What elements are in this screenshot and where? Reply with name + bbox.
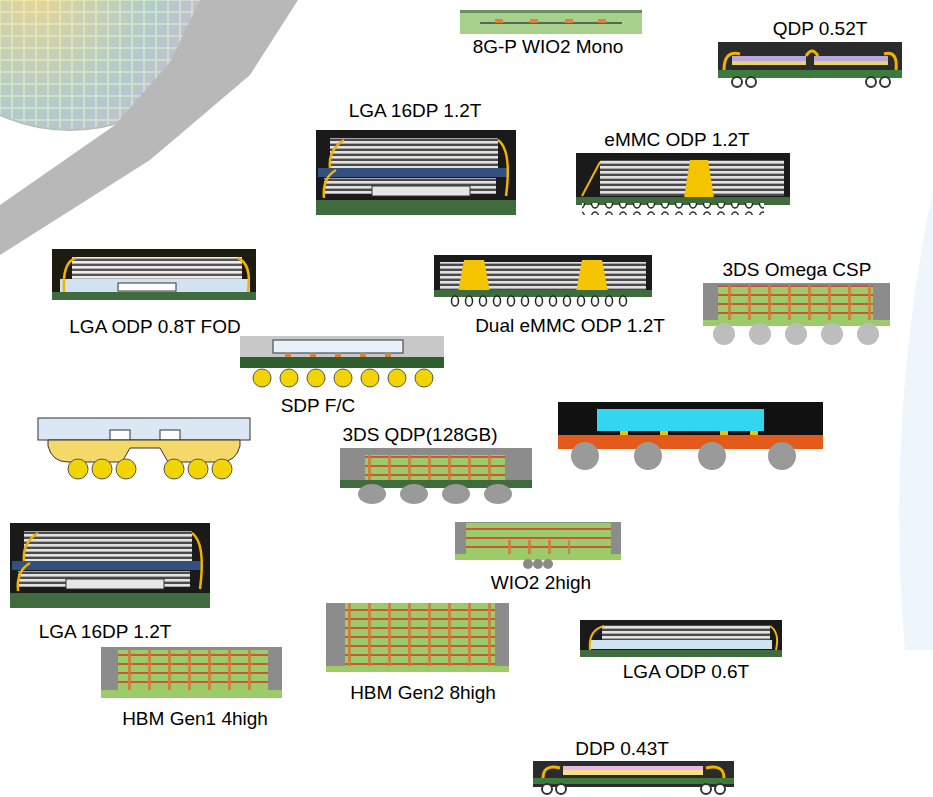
package [455, 522, 621, 569]
package [38, 418, 250, 479]
package [580, 620, 782, 657]
package-label: LGA ODP 0.8T FOD [69, 316, 240, 337]
package [460, 10, 642, 34]
package-label: LGA ODP 0.6T [623, 661, 749, 682]
package-label: eMMC ODP 1.2T [604, 129, 749, 150]
package-label: HBM Gen1 4high [122, 708, 268, 729]
package [703, 283, 890, 345]
package-label: LGA 16DP 1.2T [39, 621, 172, 642]
package [240, 336, 444, 387]
package-label: SDP F/C [281, 395, 356, 416]
package [533, 761, 734, 794]
package-label: 3DS QDP(128GB) [342, 424, 497, 445]
package-label: 8G-P WIO2 Mono [473, 36, 624, 57]
package [340, 448, 532, 504]
package [576, 153, 790, 215]
package [101, 647, 282, 698]
backdrop [899, 190, 933, 650]
package [52, 249, 256, 300]
package-label: 3DS Omega CSP [723, 259, 872, 280]
package [718, 42, 902, 87]
package-label: WIO2 2high [491, 572, 591, 593]
package-label: DDP 0.43T [575, 738, 669, 759]
package-label: LGA 16DP 1.2T [349, 100, 482, 121]
swoosh [0, 0, 298, 255]
package [326, 603, 509, 672]
package-label: HBM Gen2 8high [350, 682, 496, 703]
package [558, 402, 823, 470]
package-label: QDP 0.52T [773, 18, 868, 39]
package [10, 523, 210, 608]
package-label: Dual eMMC ODP 1.2T [475, 315, 665, 336]
package [434, 255, 652, 308]
package [316, 130, 516, 215]
